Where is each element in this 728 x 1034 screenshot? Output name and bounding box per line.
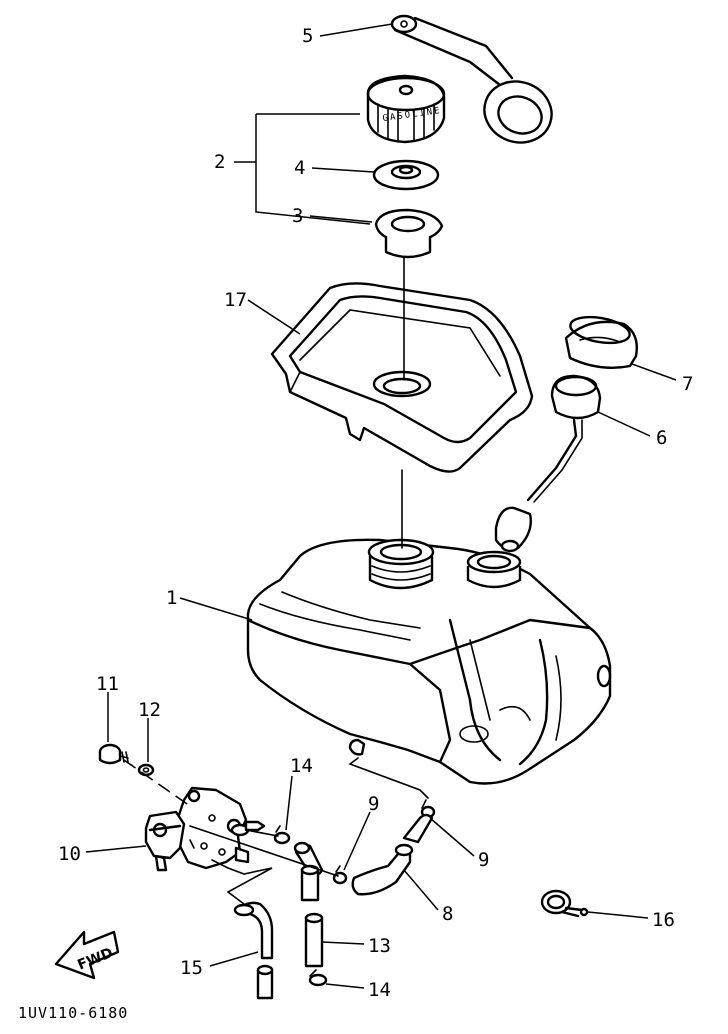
- callout-9-right: 9: [478, 849, 489, 871]
- part-hose-clip-lower: [308, 969, 328, 987]
- callout-1: 1: [166, 587, 177, 609]
- callout-14-lower: 14: [368, 979, 391, 1001]
- part-level-sender: [494, 374, 602, 553]
- assembly-lines: [123, 257, 429, 905]
- callout-10: 10: [58, 843, 81, 865]
- callout-13: 13: [368, 935, 391, 957]
- part-hose-13: [300, 864, 324, 968]
- callout-4: 4: [294, 157, 305, 179]
- part-tank-cover: [270, 282, 534, 473]
- callout-15: 15: [180, 957, 203, 979]
- callout-6: 6: [656, 427, 667, 449]
- callout-9-left: 9: [368, 793, 379, 815]
- forward-arrow-icon: FWD: [54, 930, 120, 980]
- part-fuel-tank: [246, 538, 612, 785]
- part-clamp: [540, 889, 589, 918]
- callout-5: 5: [302, 25, 313, 47]
- callout-17: 17: [224, 289, 247, 311]
- callout-labels: 5 2 4 3 17 7 6 1 11 12 10 14 9 9 8 16 15…: [58, 25, 693, 1001]
- part-sender-cap: [564, 315, 638, 369]
- leader-lines: [85, 23, 677, 989]
- diagram-part-code: 1UV110-6180: [18, 1004, 128, 1022]
- callout-12: 12: [138, 699, 161, 721]
- callout-16: 16: [652, 909, 675, 931]
- callout-2: 2: [214, 151, 225, 173]
- part-cap-gasket: [372, 159, 440, 191]
- callout-11: 11: [96, 673, 119, 695]
- part-washer: [137, 763, 155, 777]
- callout-3: 3: [292, 205, 303, 227]
- part-fuel-cap: GASOLINE: [366, 74, 446, 144]
- part-filler-neck: [374, 208, 444, 259]
- part-fuel-cock: [144, 786, 266, 872]
- callout-14-upper: 14: [290, 755, 313, 777]
- callout-8: 8: [442, 903, 453, 925]
- part-cap-strap: [390, 14, 553, 144]
- part-hose-15: [233, 901, 274, 1000]
- callout-7: 7: [682, 373, 693, 395]
- part-fuel-hose-bent: [351, 813, 434, 896]
- part-screw: [98, 743, 129, 765]
